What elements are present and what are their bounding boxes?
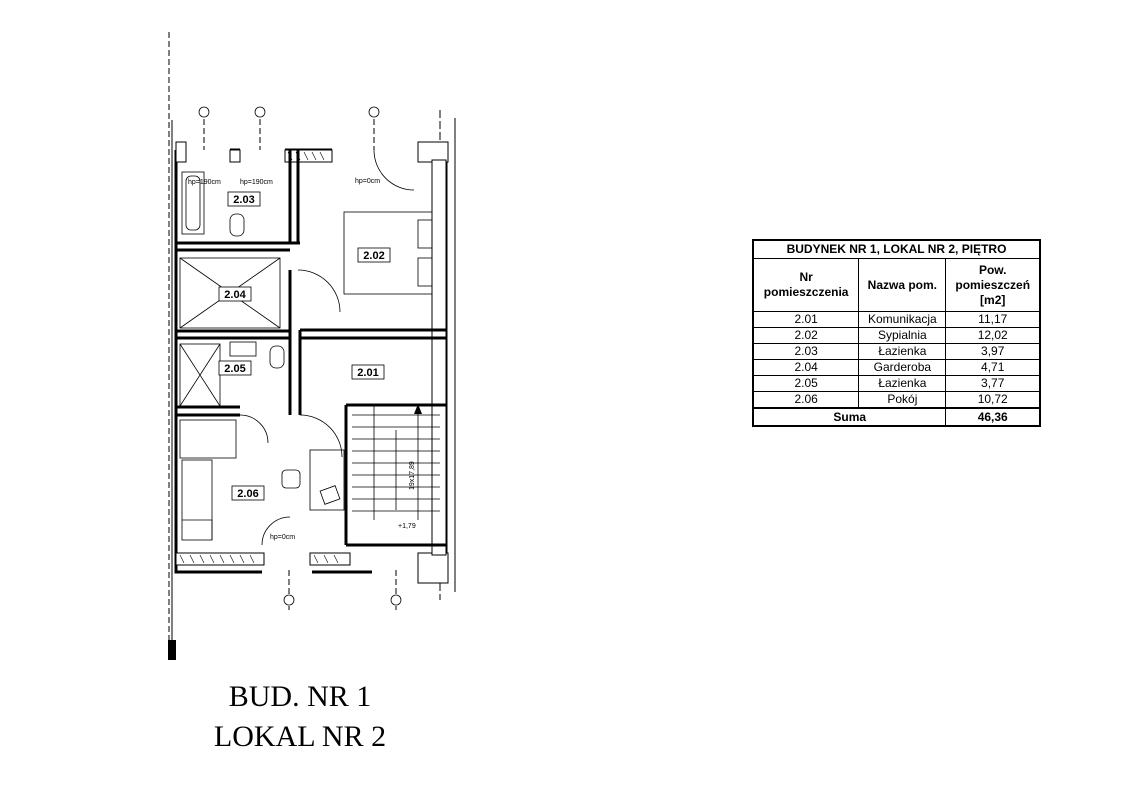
sum-row: Suma 46,36: [752, 407, 1041, 427]
cell-area: 3,97: [945, 343, 1041, 360]
table-title: BUDYNEK NR 1, LOKAL NR 2, PIĘTRO: [752, 239, 1041, 259]
stairs-note: 19x17,89: [409, 461, 416, 490]
header-area: Pow. pomieszczeń [m2]: [945, 258, 1041, 312]
cell-name: Sypialnia: [858, 327, 947, 344]
cell-nr: 2.02: [752, 327, 860, 344]
level-note: +1,79: [398, 523, 416, 530]
cell-nr: 2.05: [752, 375, 860, 392]
cell-name: Garderoba: [858, 359, 947, 376]
height-note: hp=190cm: [188, 179, 221, 186]
room-label: 2.04: [224, 289, 246, 301]
cell-nr: 2.01: [752, 311, 860, 328]
room-label: 2.01: [357, 367, 378, 379]
cell-name: Komunikacja: [858, 311, 947, 328]
cell-area: 4,71: [945, 359, 1041, 376]
header-name: Nazwa pom.: [858, 258, 947, 312]
floor-plan: 2.03 2.02 2.04 2.05 2.01 2.06 hp=190cm h…: [168, 32, 456, 660]
unit-caption: LOKAL NR 2: [213, 720, 387, 753]
room-label: 2.06: [237, 488, 258, 500]
height-note: hp=0cm: [355, 178, 380, 185]
room-labels: 2.03 2.02 2.04 2.05 2.01 2.06: [218, 191, 391, 501]
room-label: 2.02: [363, 250, 384, 262]
cell-name: Pokój: [858, 391, 947, 409]
cell-nr: 2.03: [752, 343, 860, 360]
cell-area: 12,02: [945, 327, 1041, 344]
room-label: 2.05: [224, 363, 245, 375]
cell-area: 11,17: [945, 311, 1041, 328]
room-label: 2.03: [233, 194, 254, 206]
header-nr: Nr pomieszczenia: [752, 258, 860, 312]
building-caption: BUD. NR 1: [228, 680, 372, 713]
room-table: BUDYNEK NR 1, LOKAL NR 2, PIĘTRO Nr pomi…: [752, 239, 1041, 427]
sum-value: 46,36: [945, 407, 1041, 427]
cell-area: 3,77: [945, 375, 1041, 392]
cell-nr: 2.06: [752, 391, 860, 409]
plan-notes: hp=190cm hp=190cm hp=0cm hp=0cm +1,79 19…: [188, 178, 416, 541]
cell-nr: 2.04: [752, 359, 860, 376]
cell-area: 10,72: [945, 391, 1041, 409]
cell-name: Łazienka: [858, 343, 947, 360]
height-note: hp=190cm: [240, 179, 273, 186]
height-note: hp=0cm: [270, 534, 295, 541]
cell-name: Łazienka: [858, 375, 947, 392]
sum-label: Suma: [752, 407, 947, 427]
